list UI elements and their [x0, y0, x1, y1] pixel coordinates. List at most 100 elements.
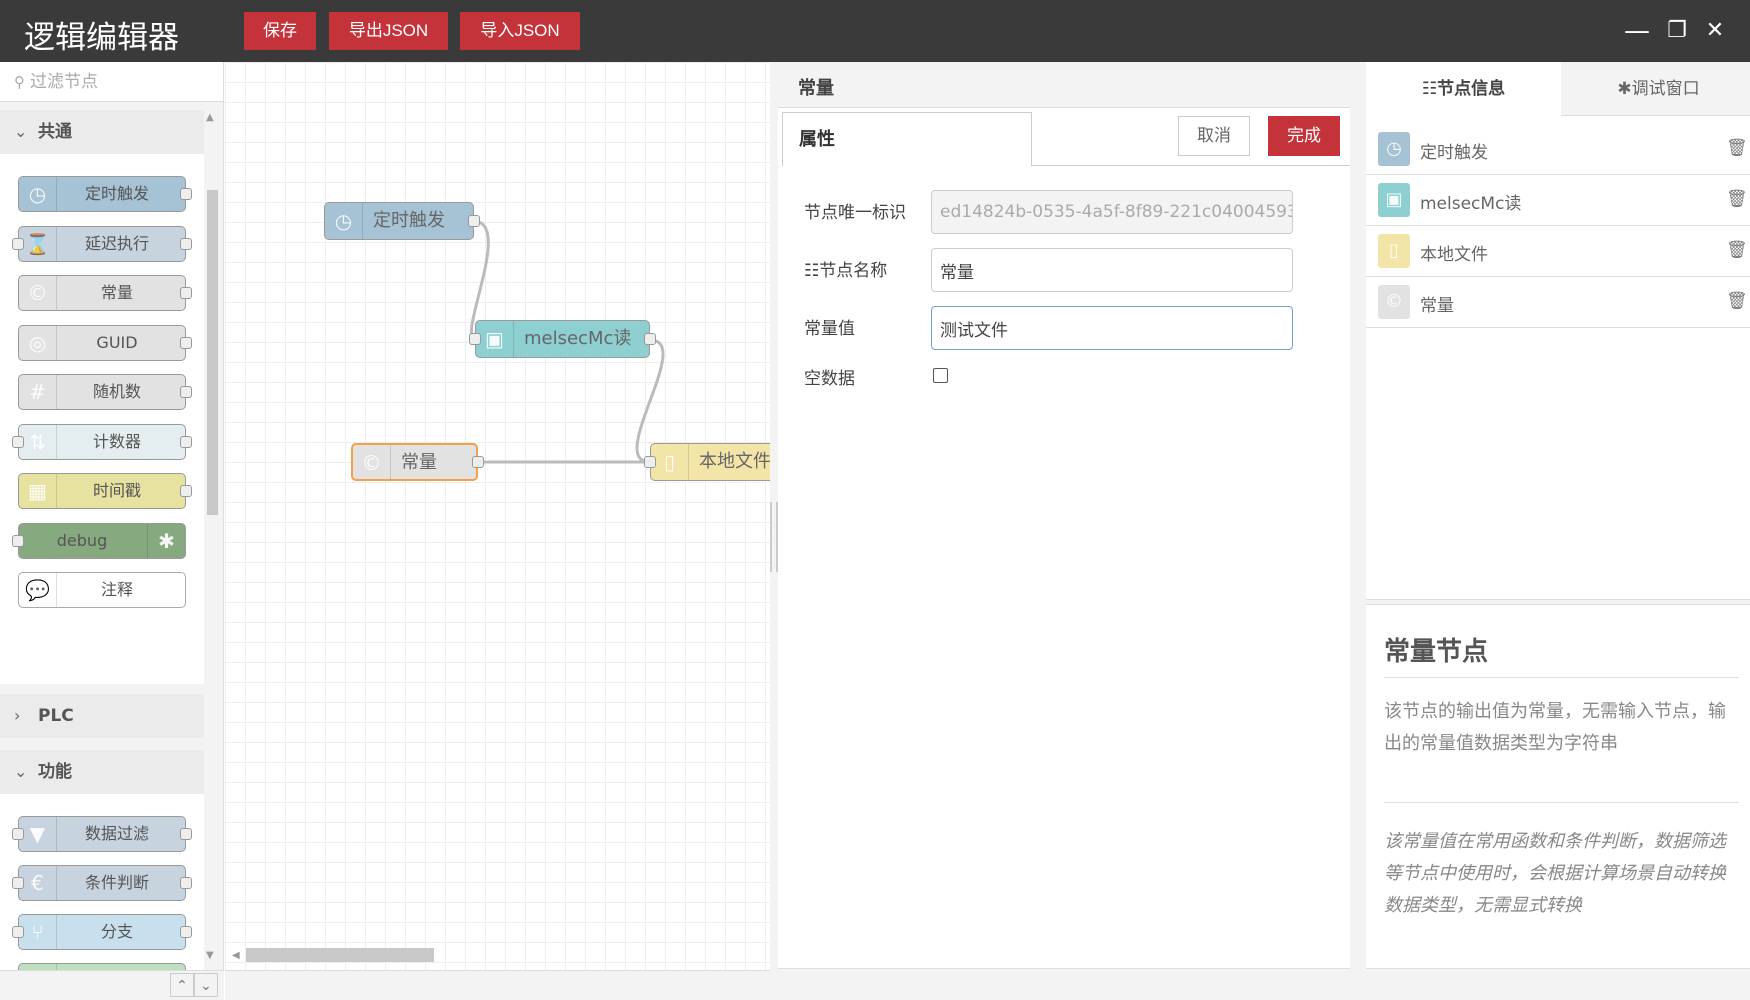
output-port[interactable] [468, 215, 480, 227]
input-port[interactable] [12, 926, 24, 938]
flow-workspace[interactable]: ◷定时触发 ▣melsecMc读 ©常量 ▯本地文件 [225, 62, 770, 970]
comment-icon: 💬 [19, 573, 57, 607]
workspace-node-1[interactable]: ▣melsecMc读 [475, 320, 650, 358]
wire-melsec-to-file [635, 338, 665, 464]
scroll-left-icon[interactable]: ◀ [232, 950, 240, 961]
sidebar-splitter[interactable] [1366, 599, 1750, 605]
tray-title: 常量 [798, 78, 834, 99]
export-json-button[interactable]: 导出JSON [329, 12, 448, 50]
palette-node-0[interactable]: ◷定时触发 [18, 176, 186, 212]
palette-node-8[interactable]: 💬注释 [18, 572, 186, 608]
tray-resize-handle[interactable] [770, 502, 778, 572]
tab-properties[interactable]: 属性 [782, 112, 1032, 166]
output-port[interactable] [180, 188, 192, 200]
done-button[interactable]: 完成 [1268, 116, 1340, 156]
output-port[interactable] [180, 435, 192, 448]
restore-icon[interactable]: ❐ [1667, 18, 1687, 43]
output-port[interactable] [180, 485, 192, 497]
palette-node-1[interactable]: ⌛延迟执行 [18, 225, 186, 262]
input-port[interactable] [12, 877, 24, 889]
trash-icon[interactable]: 🗑 [1726, 138, 1748, 158]
sidebar-node-row[interactable]: ©常量🗑 [1366, 277, 1750, 328]
sidebar-node-row[interactable]: ◷定时触发🗑 [1366, 124, 1750, 175]
palette-node-3[interactable]: ◎GUID [18, 324, 186, 361]
category-function[interactable]: ⌄ 功能 [0, 750, 204, 794]
help-title: 常量节点 [1384, 637, 1489, 667]
sidebar-node-row[interactable]: ▣melsecMc读🗑 [1366, 175, 1750, 226]
palette-node-5[interactable]: ⇅计数器 [18, 423, 186, 460]
scroll-down-icon[interactable]: ▼ [206, 950, 214, 961]
field-label-name: ☷节点名称 [804, 261, 888, 281]
output-port[interactable] [644, 333, 656, 345]
scroll-up-icon[interactable]: ▲ [206, 112, 214, 123]
category-plc[interactable]: › PLC [0, 694, 204, 738]
close-icon[interactable]: ✕ [1705, 18, 1725, 43]
palette-node-7[interactable]: ✱debug [18, 522, 186, 559]
input-port[interactable] [12, 237, 24, 250]
category-label: 功能 [38, 762, 72, 782]
input-port[interactable] [644, 456, 656, 468]
palette-func-node-0[interactable]: ▼数据过滤 [18, 816, 186, 852]
tray-header: 常量 [778, 62, 1350, 108]
expand-all-icon[interactable]: ⌄ [194, 973, 218, 997]
filter-input[interactable] [30, 71, 210, 93]
copyright-icon: © [353, 445, 391, 481]
empty-data-checkbox[interactable] [933, 368, 948, 383]
title-bar: 逻辑编辑器 保存 导出JSON 导入JSON — ❐ ✕ [0, 0, 1750, 62]
bug-icon: ✱ [147, 523, 185, 558]
palette-scrollbar-thumb[interactable] [207, 190, 218, 515]
tab-debug-window[interactable]: ✱调试窗口 [1617, 79, 1700, 99]
input-port[interactable] [12, 534, 24, 547]
workspace-node-2[interactable]: ©常量 [351, 443, 478, 481]
palette-node-4[interactable]: #随机数 [18, 374, 186, 410]
hash-icon: # [19, 375, 57, 409]
sidebar-panel: ☷节点信息 ✱调试窗口 ◷定时触发🗑▣melsecMc读🗑▯本地文件🗑©常量🗑 … [1366, 62, 1750, 1000]
trash-icon[interactable]: 🗑 [1726, 291, 1748, 311]
constant-value-field[interactable] [931, 306, 1293, 350]
output-port[interactable] [180, 828, 192, 840]
trash-icon[interactable]: 🗑 [1726, 189, 1748, 209]
chip-icon: ▣ [476, 321, 514, 357]
output-port[interactable] [180, 926, 192, 938]
input-port[interactable] [12, 435, 24, 448]
file-icon: ▯ [1378, 234, 1410, 268]
workspace-node-label: 定时触发 [373, 210, 445, 231]
tab-node-info[interactable]: ☷节点信息 [1366, 62, 1561, 116]
workspace-hscrollbar-thumb[interactable] [246, 948, 434, 962]
sidebar-node-label: 定时触发 [1420, 143, 1488, 163]
palette-func-node-1[interactable]: €条件判断 [18, 865, 186, 901]
minimize-icon[interactable]: — [1624, 16, 1650, 46]
output-port[interactable] [180, 386, 192, 398]
save-button[interactable]: 保存 [244, 12, 316, 50]
output-port[interactable] [180, 237, 192, 250]
app-title: 逻辑编辑器 [24, 20, 179, 56]
workspace-footer [225, 970, 770, 1000]
output-port[interactable] [180, 877, 192, 889]
sort-numeric-icon: ⇅ [19, 424, 57, 459]
trash-icon[interactable]: 🗑 [1726, 240, 1748, 260]
field-label-value: 常量值 [804, 319, 855, 339]
workspace-node-0[interactable]: ◷定时触发 [324, 202, 474, 240]
palette-node-label: 延迟执行 [84, 233, 149, 253]
palette-node-6[interactable]: ▦时间戳 [18, 473, 186, 509]
category-common[interactable]: ⌄ 共通 [0, 110, 204, 154]
workspace-node-3[interactable]: ▯本地文件 [650, 443, 770, 481]
input-port[interactable] [469, 333, 481, 345]
import-json-button[interactable]: 导入JSON [460, 12, 580, 50]
output-port[interactable] [472, 456, 484, 468]
collapse-all-icon[interactable]: ⌃ [170, 973, 194, 997]
tab-divider [1032, 165, 1350, 166]
fingerprint-icon: ◎ [19, 325, 57, 360]
branch-icon: ⑂ [19, 915, 57, 949]
input-port[interactable] [12, 828, 24, 840]
euro-icon: € [19, 866, 57, 900]
output-port[interactable] [180, 336, 192, 349]
node-name-field[interactable] [931, 248, 1293, 292]
node-id-field[interactable] [931, 190, 1293, 234]
sidebar-node-row[interactable]: ▯本地文件🗑 [1366, 226, 1750, 277]
palette-func-node-2[interactable]: ⑂分支 [18, 914, 186, 950]
output-port[interactable] [180, 287, 192, 299]
cancel-button[interactable]: 取消 [1178, 116, 1250, 156]
palette-node-2[interactable]: ©常量 [18, 275, 186, 311]
clock-icon: ◷ [19, 177, 57, 211]
